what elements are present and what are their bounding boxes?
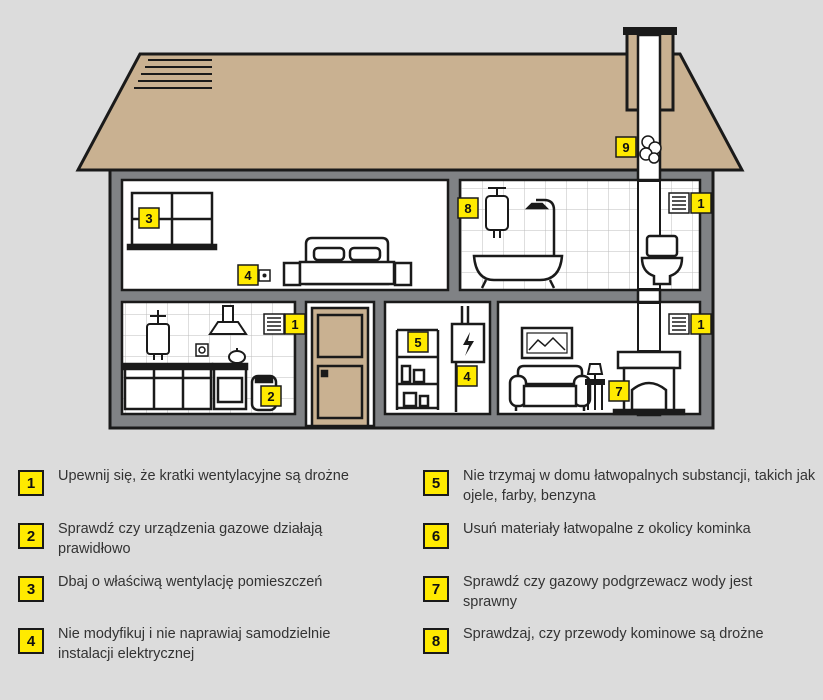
outlet-icon <box>258 269 271 282</box>
fireplace-icon <box>612 350 686 416</box>
marker-1-bathroom: 1 <box>690 192 712 214</box>
vent-icon <box>263 313 285 335</box>
legend-item-1: 1 Upewnij się, że kratki wentylacyjne są… <box>18 466 408 510</box>
legend-item-8: 8 Sprawdzaj, czy przewody kominowe są dr… <box>423 624 813 668</box>
marker-5: 5 <box>407 331 429 353</box>
boiler-icon <box>146 310 170 360</box>
legend-text: Nie modyfikuj i nie naprawiaj samodzieln… <box>58 626 331 662</box>
vent-icon <box>668 192 690 214</box>
marker-label: 5 <box>414 335 421 350</box>
picture-frame-icon <box>520 326 574 360</box>
marker-label: 8 <box>464 201 471 216</box>
marker-label: 1 <box>291 317 298 332</box>
marker-label: 9 <box>622 140 629 155</box>
marker-label: 4 <box>244 268 252 283</box>
marker-8: 8 <box>457 197 479 219</box>
marker-label: 1 <box>697 317 704 332</box>
marker-4-bedroom: 4 <box>237 264 259 286</box>
bed-icon <box>282 236 413 287</box>
marker-label: 3 <box>145 211 152 226</box>
legend-number: 6 <box>423 523 449 549</box>
lamp-icon <box>585 363 605 410</box>
legend-text: Sprawdzaj, czy przewody kominowe są droż… <box>463 626 764 642</box>
legend-number: 8 <box>423 628 449 654</box>
legend-number: 4 <box>18 628 44 654</box>
marker-2: 2 <box>260 385 282 407</box>
legend-item-3: 3 Dbaj o właściwą wentylację pomieszczeń <box>18 572 408 616</box>
marker-label: 4 <box>463 369 471 384</box>
marker-label: 2 <box>267 389 274 404</box>
clock-icon <box>195 343 209 357</box>
marker-1-living-room: 1 <box>690 313 712 335</box>
kitchen-cabinets <box>122 362 214 411</box>
marker-1-kitchen: 1 <box>284 313 306 335</box>
bathtub-icon <box>472 198 564 289</box>
legend-item-2: 2 Sprawdź czy urządzenia gazowe działają… <box>18 519 408 563</box>
door-icon <box>310 306 370 428</box>
armchair-icon <box>508 364 592 411</box>
house-illustration: 1 1 1 2 3 4 4 5 7 8 9 <box>75 27 745 430</box>
vent-icon <box>668 313 690 335</box>
stove-icon <box>211 362 249 411</box>
marker-label: 7 <box>615 384 622 399</box>
marker-7: 7 <box>608 380 630 402</box>
legend-text: Sprawdź czy urządzenia gazowe działają p… <box>58 521 323 557</box>
legend-item-6: 6 Usuń materiały łatwopalne z okolicy ko… <box>423 519 813 563</box>
legend-number: 7 <box>423 576 449 602</box>
water-heater-icon <box>485 187 509 238</box>
legend-number: 2 <box>18 523 44 549</box>
shelf-icon <box>395 328 440 410</box>
toilet-icon <box>640 234 684 286</box>
marker-9: 9 <box>615 136 637 158</box>
legend-text: Sprawdź czy gazowy podgrzewacz wody jest… <box>463 574 753 610</box>
range-hood-icon <box>208 305 248 335</box>
legend-text: Upewnij się, że kratki wentylacyjne są d… <box>58 468 349 484</box>
roof-lines <box>134 59 212 89</box>
legend-text: Dbaj o właściwą wentylację pomieszczeń <box>58 574 323 590</box>
legend-item-7: 7 Sprawdź czy gazowy podgrzewacz wody je… <box>423 572 813 616</box>
legend-item-5: 5 Nie trzymaj w domu łatwopalnych substa… <box>423 466 815 510</box>
marker-4-storage: 4 <box>456 365 478 387</box>
marker-3: 3 <box>138 207 160 229</box>
smoke-icon <box>639 135 662 164</box>
legend-number: 5 <box>423 470 449 496</box>
electrical-panel-icon <box>450 306 486 412</box>
legend-number: 1 <box>18 470 44 496</box>
chimney-cap <box>623 27 677 35</box>
legend-item-4: 4 Nie modyfikuj i nie naprawiaj samodzie… <box>18 624 408 668</box>
marker-label: 1 <box>697 196 704 211</box>
legend-number: 3 <box>18 576 44 602</box>
legend-text: Nie trzymaj w domu łatwopalnych substanc… <box>463 468 816 504</box>
legend-text: Usuń materiały łatwopalne z okolicy komi… <box>463 521 751 537</box>
